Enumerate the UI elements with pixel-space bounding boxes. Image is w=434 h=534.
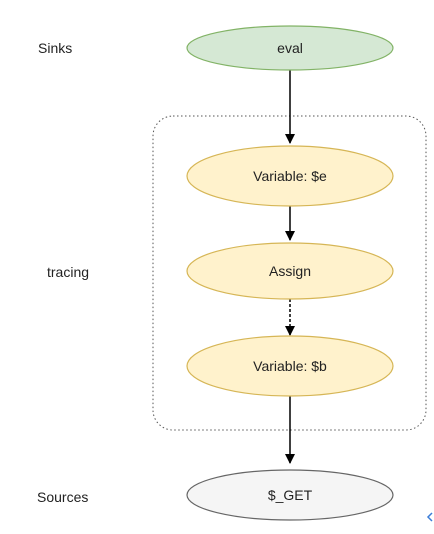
node-eval-shape [186, 25, 394, 71]
row-label-tracing: tracing [47, 264, 89, 280]
node-eval-label: eval [277, 40, 303, 56]
node-variable-b-shape [186, 335, 394, 397]
node-variable-e-shape [186, 145, 394, 207]
node-get-label: $_GET [268, 487, 313, 503]
node-assign: Assign [186, 242, 394, 300]
node-get-shape [186, 469, 394, 521]
node-get: $_GET [186, 469, 394, 521]
node-variable-e-label: Variable: $e [253, 168, 327, 184]
row-label-sources: Sources [37, 489, 88, 505]
row-label-sinks: Sinks [38, 40, 72, 56]
chevron-left-icon [426, 512, 433, 522]
node-assign-shape [186, 242, 394, 300]
node-variable-b-label: Variable: $b [253, 358, 327, 374]
node-variable-e: Variable: $e [186, 145, 394, 207]
node-variable-b: Variable: $b [186, 335, 394, 397]
node-assign-label: Assign [269, 263, 311, 279]
node-eval: eval [186, 25, 394, 71]
